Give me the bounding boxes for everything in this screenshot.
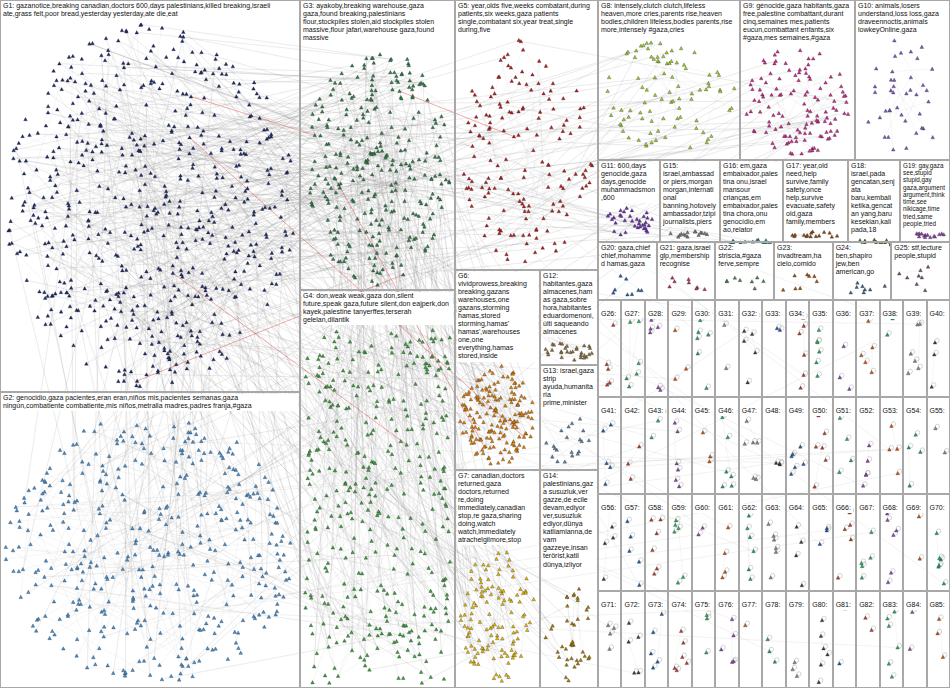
graph-stage: G1: gazanotice,breaking canadian,doctors… bbox=[0, 0, 950, 688]
